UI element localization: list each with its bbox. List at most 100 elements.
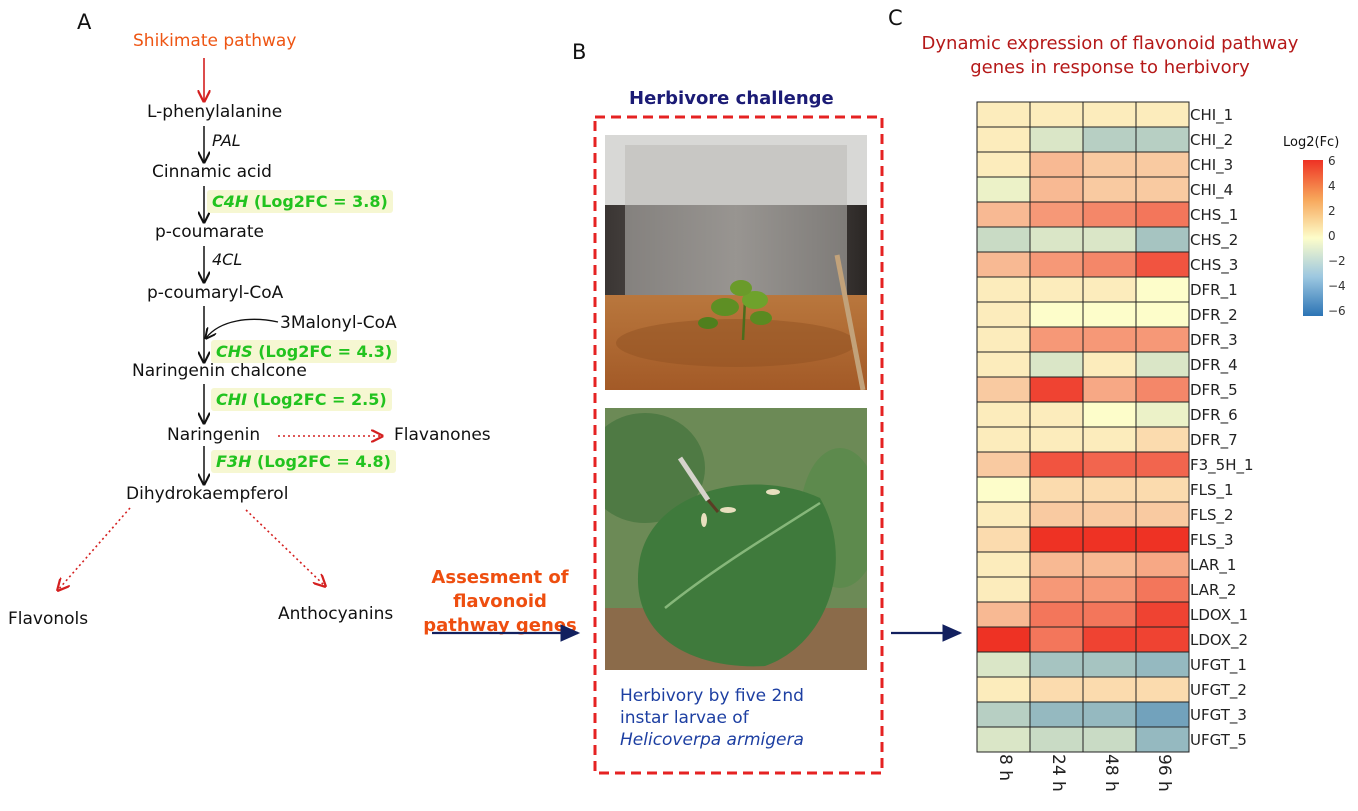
metabolite-naringenin: Naringenin — [167, 425, 261, 445]
larvae-on-leaf-photo — [605, 408, 867, 670]
heatmap-cell-chs_2-8h — [976, 226, 1031, 253]
row-label-ufgt_3: UFGT_3 — [1190, 706, 1247, 724]
panel-a-label: A — [77, 10, 92, 34]
legend-tick-label: −4 — [1328, 279, 1346, 293]
row-label-ufgt_2: UFGT_2 — [1190, 681, 1247, 699]
heatmap-cell-dfr_3-48h — [1082, 326, 1137, 353]
heatmap-cell-dfr_7-8h — [976, 426, 1031, 453]
heatmap-cell-ufgt_1-96h — [1135, 651, 1190, 678]
heatmap-cell-dfr_4-96h — [1135, 351, 1190, 378]
heatmap-cell-ldox_2-48h — [1082, 626, 1137, 653]
row-label-lar_1: LAR_1 — [1190, 556, 1237, 574]
heatmap-cell-lar_1-24h — [1029, 551, 1084, 578]
heatmap-cell-ldox_1-96h — [1135, 601, 1190, 628]
row-label-ldox_1: LDOX_1 — [1190, 606, 1249, 624]
heatmap-cell-ufgt_5-24h — [1029, 726, 1084, 753]
heatmap-cell-chi_4-8h — [976, 176, 1031, 203]
heatmap-cell-dfr_1-24h — [1029, 276, 1084, 303]
log2fc-c4h: (Log2FC = 3.8) — [253, 192, 388, 211]
row-label-lar_2: LAR_2 — [1190, 581, 1237, 599]
herbivory-caption: Herbivory by five 2nd instar larvae of H… — [620, 685, 870, 751]
heatmap-cell-fls_3-96h — [1135, 526, 1190, 553]
assessment-line-3: pathway genes — [423, 615, 577, 636]
heatmap-cell-chs_1-24h — [1029, 201, 1084, 228]
heatmap-cell-dfr_1-96h — [1135, 276, 1190, 303]
heatmap-cell-lar_1-8h — [976, 551, 1031, 578]
legend-tick-label: 4 — [1328, 179, 1336, 193]
heatmap-cell-ufgt_5-48h — [1082, 726, 1137, 753]
enzyme-pal: PAL — [212, 131, 241, 150]
heatmap-cell-chi_1-24h — [1029, 101, 1084, 128]
assessment-label: Assesment of flavonoid pathway genes — [418, 566, 582, 638]
heatmap-cell-ldox_2-24h — [1029, 626, 1084, 653]
heatmap-cell-fls_2-96h — [1135, 501, 1190, 528]
heatmap-cell-lar_1-96h — [1135, 551, 1190, 578]
enzyme-4cl: 4CL — [212, 250, 243, 269]
gene-c4h: C4H — [212, 192, 249, 211]
heatmap-cell-f3_5h_1-24h — [1029, 451, 1084, 478]
heatmap-cell-chi_3-96h — [1135, 151, 1190, 178]
heatmap-cell-f3_5h_1-48h — [1082, 451, 1137, 478]
row-label-chs_3: CHS_3 — [1190, 256, 1239, 274]
caption-species: Helicoverpa armigera — [620, 730, 804, 750]
caption-line-2: instar larvae of — [620, 708, 749, 728]
anthocyanins-dotted-arrow — [245, 509, 325, 586]
log2fc-chs: (Log2FC = 4.3) — [258, 342, 393, 361]
heatmap-cell-dfr_4-24h — [1029, 351, 1084, 378]
heatmap-cell-ufgt_2-48h — [1082, 676, 1137, 703]
row-label-f3_5h_1: F3_5H_1 — [1190, 456, 1254, 474]
product-flavanones: Flavanones — [394, 425, 491, 445]
legend-tick-label: 6 — [1328, 154, 1336, 168]
heatmap-cell-ufgt_5-8h — [976, 726, 1031, 753]
legend-tick-label: 2 — [1328, 204, 1336, 218]
heatmap-cell-lar_1-48h — [1082, 551, 1137, 578]
panel-b-label: B — [572, 40, 587, 64]
heatmap-cell-ldox_1-8h — [976, 601, 1031, 628]
heatmap-cell-dfr_3-24h — [1029, 326, 1084, 353]
heatmap-cell-fls_1-96h — [1135, 476, 1190, 503]
heatmap-cell-chs_3-48h — [1082, 251, 1137, 278]
heatmap-cell-dfr_6-8h — [976, 401, 1031, 428]
row-label-dfr_6: DFR_6 — [1190, 406, 1238, 424]
heatmap-cell-chi_2-96h — [1135, 126, 1190, 153]
heatmap-cell-ufgt_1-24h — [1029, 651, 1084, 678]
row-label-chi_4: CHI_4 — [1190, 181, 1234, 199]
row-label-ufgt_1: UFGT_1 — [1190, 656, 1247, 674]
cosubstrate-malonyl-coa: 3Malonyl-CoA — [280, 313, 397, 333]
heatmap-cell-dfr_6-96h — [1135, 401, 1190, 428]
heatmap — [976, 101, 1190, 753]
shikimate-pathway-label: Shikimate pathway — [133, 31, 297, 51]
heatmap-cell-dfr_5-48h — [1082, 376, 1137, 403]
column-label-96h: 96 h — [1154, 754, 1174, 792]
gene-highlight-chi: CHI (Log2FC = 2.5) — [211, 388, 392, 411]
heatmap-cell-lar_2-48h — [1082, 576, 1137, 603]
heatmap-cell-chs_1-48h — [1082, 201, 1137, 228]
assessment-line-2: flavonoid — [453, 591, 547, 612]
legend-tick-label: 0 — [1328, 229, 1336, 243]
log2fc-f3h: (Log2FC = 4.8) — [257, 452, 391, 471]
heatmap-cell-fls_1-24h — [1029, 476, 1084, 503]
gene-chs: CHS — [216, 342, 253, 361]
heatmap-cell-dfr_1-8h — [976, 276, 1031, 303]
heatmap-cell-chs_2-48h — [1082, 226, 1137, 253]
flavonols-dotted-arrow — [58, 507, 131, 590]
row-label-fls_1: FLS_1 — [1190, 481, 1234, 499]
color-legend-bar — [1303, 160, 1323, 316]
metabolite-cinnamic-acid: Cinnamic acid — [152, 162, 272, 182]
gene-chi: CHI — [216, 390, 248, 409]
heatmap-cell-fls_2-8h — [976, 501, 1031, 528]
row-label-dfr_7: DFR_7 — [1190, 431, 1238, 449]
heatmap-cell-ufgt_1-48h — [1082, 651, 1137, 678]
heatmap-cell-dfr_5-24h — [1029, 376, 1084, 403]
heatmap-cell-chi_2-24h — [1029, 126, 1084, 153]
row-label-chs_1: CHS_1 — [1190, 206, 1239, 224]
product-flavonols: Flavonols — [8, 609, 89, 629]
heatmap-cell-ufgt_3-48h — [1082, 701, 1137, 728]
heatmap-cell-chs_3-8h — [976, 251, 1031, 278]
row-label-fls_3: FLS_3 — [1190, 531, 1234, 549]
metabolite-l-phenylalanine: L-phenylalanine — [147, 102, 283, 122]
row-label-dfr_1: DFR_1 — [1190, 281, 1238, 299]
